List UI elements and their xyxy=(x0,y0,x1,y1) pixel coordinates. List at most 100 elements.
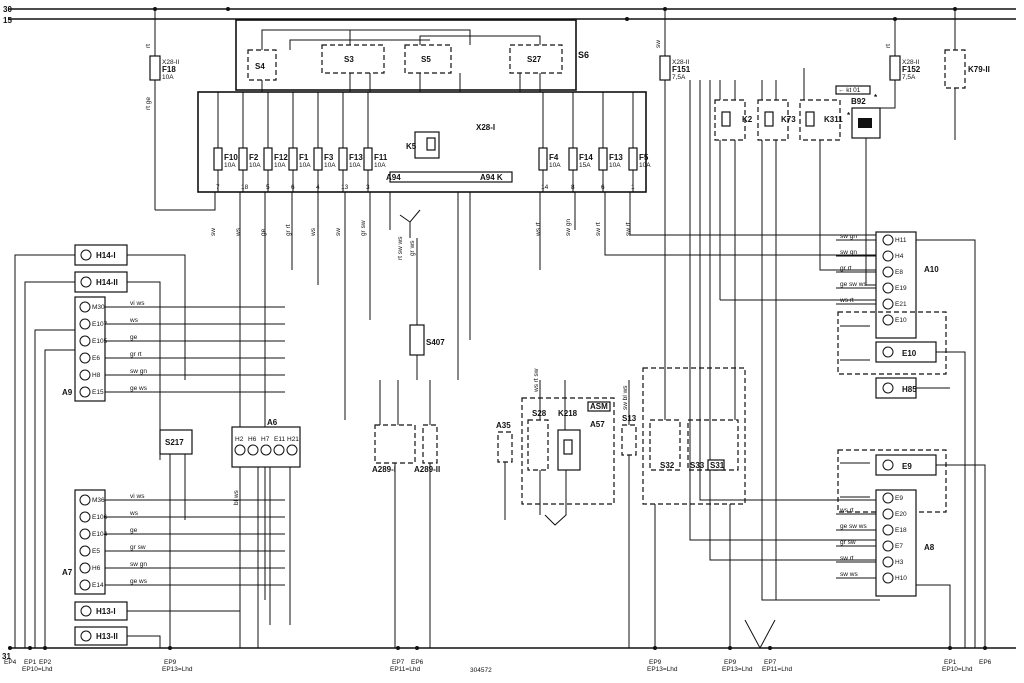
fuse-rating: 10A xyxy=(639,162,651,169)
wire-label: sw gn xyxy=(840,249,857,256)
ground-id: EP9 xyxy=(724,659,737,666)
lamp-id: H21 xyxy=(287,436,299,443)
wire-label: ws rt xyxy=(535,222,542,237)
switch-s33: S33 xyxy=(690,461,705,470)
switch-s3: S3 xyxy=(344,55,354,64)
unit-a35: A35 xyxy=(496,421,511,430)
wire-label: ws rt xyxy=(839,507,854,514)
item-e10: E10 xyxy=(882,314,907,326)
relay-k218: K218 xyxy=(558,409,578,418)
wire-label: ge ws xyxy=(130,578,148,585)
wire-label: ge sw ws xyxy=(840,523,867,530)
item-id: E15 xyxy=(92,389,104,396)
fuse-rating: 10A xyxy=(299,162,311,169)
connector-label: X28-II xyxy=(672,59,690,66)
fuse-id: F3 xyxy=(324,153,334,162)
item-id: E21 xyxy=(895,301,907,308)
switch-s28: S28 xyxy=(532,409,547,418)
item-id: E14 xyxy=(92,582,104,589)
wire-label: sw xyxy=(210,228,217,236)
fuse-rating: 10A xyxy=(224,162,236,169)
wire-label: rt xyxy=(145,44,152,48)
ground-point: EP2 xyxy=(39,646,52,666)
wire-label: rt xyxy=(885,44,892,48)
wire-label: bl ws xyxy=(233,489,240,505)
ground-alt: EP10=Lhd xyxy=(942,666,973,673)
wire-label: gr rt xyxy=(130,351,142,358)
pin-number: 13 xyxy=(341,184,349,191)
item-id: E106 xyxy=(92,514,108,521)
item-id: E6 xyxy=(92,355,100,362)
ground-point: EP4 xyxy=(4,646,17,666)
item-id: E5 xyxy=(92,548,100,555)
buzzer-b92: ← kt 01 B92 * xyxy=(835,85,896,195)
fuse-id: F1 xyxy=(299,153,309,162)
item-e9: E9 xyxy=(882,492,903,504)
item-id: M30 xyxy=(92,304,105,311)
wire-label: gr ws xyxy=(409,240,416,256)
item-id: E105 xyxy=(92,338,108,345)
left-units: H14-I H14-II A9 A7 H13-I H13-II xyxy=(14,244,240,648)
switch-s27: S27 xyxy=(527,55,542,64)
b92-pill: ← kt 01 xyxy=(838,87,861,94)
pin-number: 18 xyxy=(241,184,249,191)
wire-label: ws xyxy=(129,510,139,517)
wire-label: gr sw xyxy=(840,539,856,546)
ground-id: EP6 xyxy=(411,659,424,666)
pin-number: 14 xyxy=(541,184,549,191)
ground-point: EP6 xyxy=(411,646,424,666)
ground-alt: EP13=Lhd xyxy=(162,666,193,673)
fuse-rating: 10A xyxy=(249,162,261,169)
wire-label: rt sw ws xyxy=(397,236,404,260)
fuse-id: F13 xyxy=(349,153,363,162)
wire-label: ws xyxy=(235,227,242,237)
right-units: A10 E10 H85 E9 A8 xyxy=(837,231,986,648)
wire-label: ge xyxy=(130,334,138,341)
fuse-id: F11 xyxy=(374,153,388,162)
pin-number: 8 xyxy=(571,184,575,191)
wire-label: vi ws xyxy=(130,300,145,307)
connector-label: X28-II xyxy=(162,59,180,66)
fuse-rating: 15A xyxy=(579,162,591,169)
wire-label: rt ge xyxy=(145,97,152,110)
switch-s4: S4 xyxy=(255,62,265,71)
lamp-h14-ii: H14-II xyxy=(96,278,118,287)
item-id: E8 xyxy=(895,269,903,276)
fuse-rating: 7,5A xyxy=(672,74,686,81)
lamp-id: H7 xyxy=(261,436,270,443)
lamp-h2 xyxy=(234,444,246,456)
unit-a10: A10 xyxy=(924,265,939,274)
wire-label: sw gn xyxy=(565,219,572,236)
wire-label: sw gn xyxy=(130,368,147,375)
fuse-f151: X28-II F151 7,5A sw xyxy=(655,9,691,420)
fuse-id: F5 xyxy=(639,153,649,162)
ground-alt: EP10=Lhd xyxy=(22,666,53,673)
figure-number: 304572 xyxy=(470,667,492,674)
wire-label: ge ws xyxy=(130,385,148,392)
unit-a289-i: A289-I xyxy=(372,465,396,474)
relay-mark: * xyxy=(874,93,878,102)
fuse-id: F151 xyxy=(672,65,691,74)
unit-a9: A9 xyxy=(62,388,73,397)
wire-label: ws rt sw xyxy=(533,368,540,393)
relay-mark: * xyxy=(847,111,851,120)
lamp-id: H6 xyxy=(248,436,257,443)
ground-id: EP6 xyxy=(979,659,992,666)
item-id: H10 xyxy=(895,575,907,582)
fuse-id: F18 xyxy=(162,65,176,74)
relay-label: B92 xyxy=(851,97,866,106)
